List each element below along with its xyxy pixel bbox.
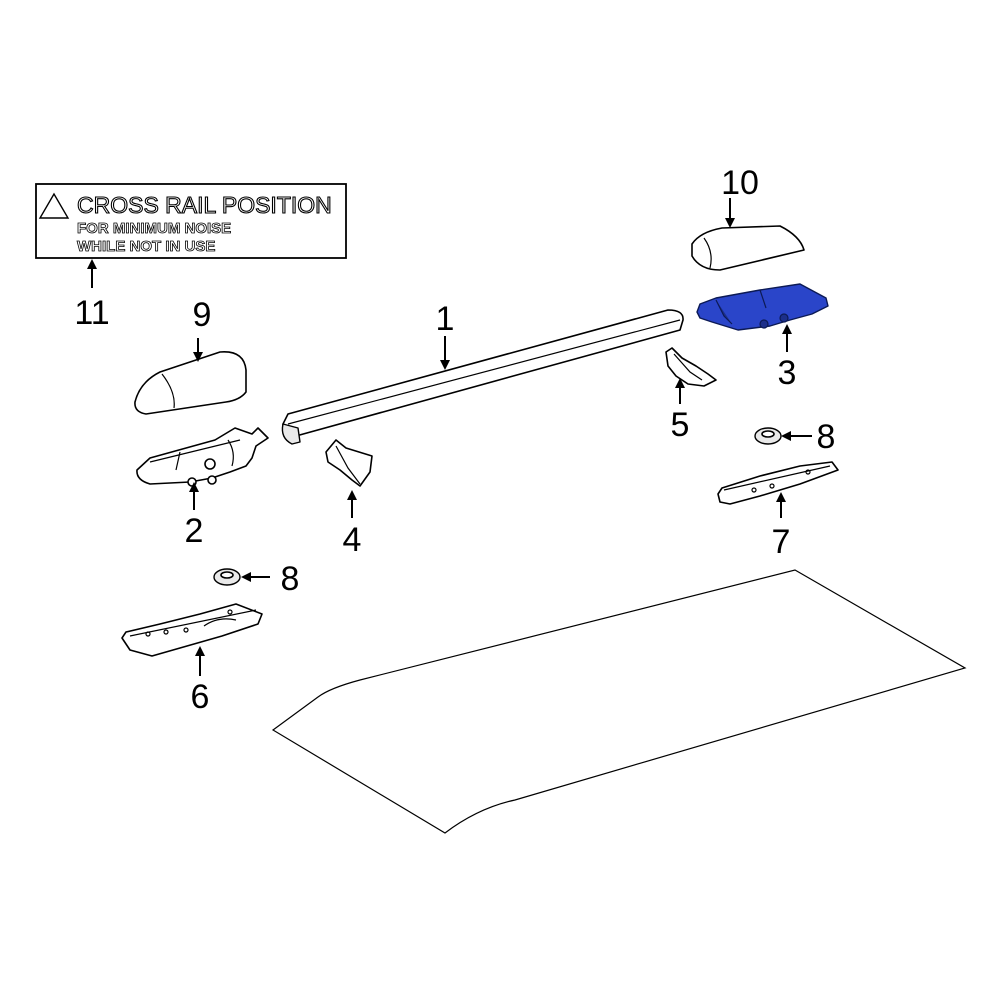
callout-11: 11 [74,294,109,332]
part-9-front-cover[interactable] [134,351,247,415]
warning-triangle-icon [38,192,70,219]
part-5-clip[interactable] [665,347,717,387]
part-10-rear-cover[interactable] [691,225,805,271]
warning-label[interactable]: CROSS RAIL POSITION FOR MINIMUM NOISE WH… [35,183,347,259]
callout-1: 1 [436,300,455,338]
part-8-washer-right[interactable] [754,427,782,445]
part-8-washer-left[interactable] [213,568,241,586]
callout-6: 6 [191,678,210,716]
callout-5: 5 [671,406,690,444]
callout-8-left: 8 [281,560,300,598]
part-7-rear-plate[interactable] [717,461,839,505]
callout-numbers: 1 2 3 4 5 6 7 8 8 9 10 11 [74,164,835,716]
part-2-front-bracket[interactable] [136,427,269,487]
callout-9: 9 [193,296,212,334]
callout-3: 3 [778,354,797,392]
part-6-front-plate[interactable] [121,603,263,657]
callout-8-right: 8 [817,418,836,456]
callout-7: 7 [772,523,791,561]
callout-4: 4 [343,521,362,559]
part-3-rear-bracket[interactable] [696,283,829,331]
part-4-bracket[interactable] [325,439,373,487]
callout-2: 2 [185,512,204,550]
callout-10: 10 [721,164,759,202]
label-line-1: CROSS RAIL POSITION [77,192,332,218]
label-line-3: WHILE NOT IN USE [77,238,215,255]
roof-panel-outline [271,569,967,834]
label-line-2: FOR MINIMUM NOISE [77,220,231,237]
leader-arrows [87,198,812,676]
part-1-side-rail[interactable] [281,309,684,445]
